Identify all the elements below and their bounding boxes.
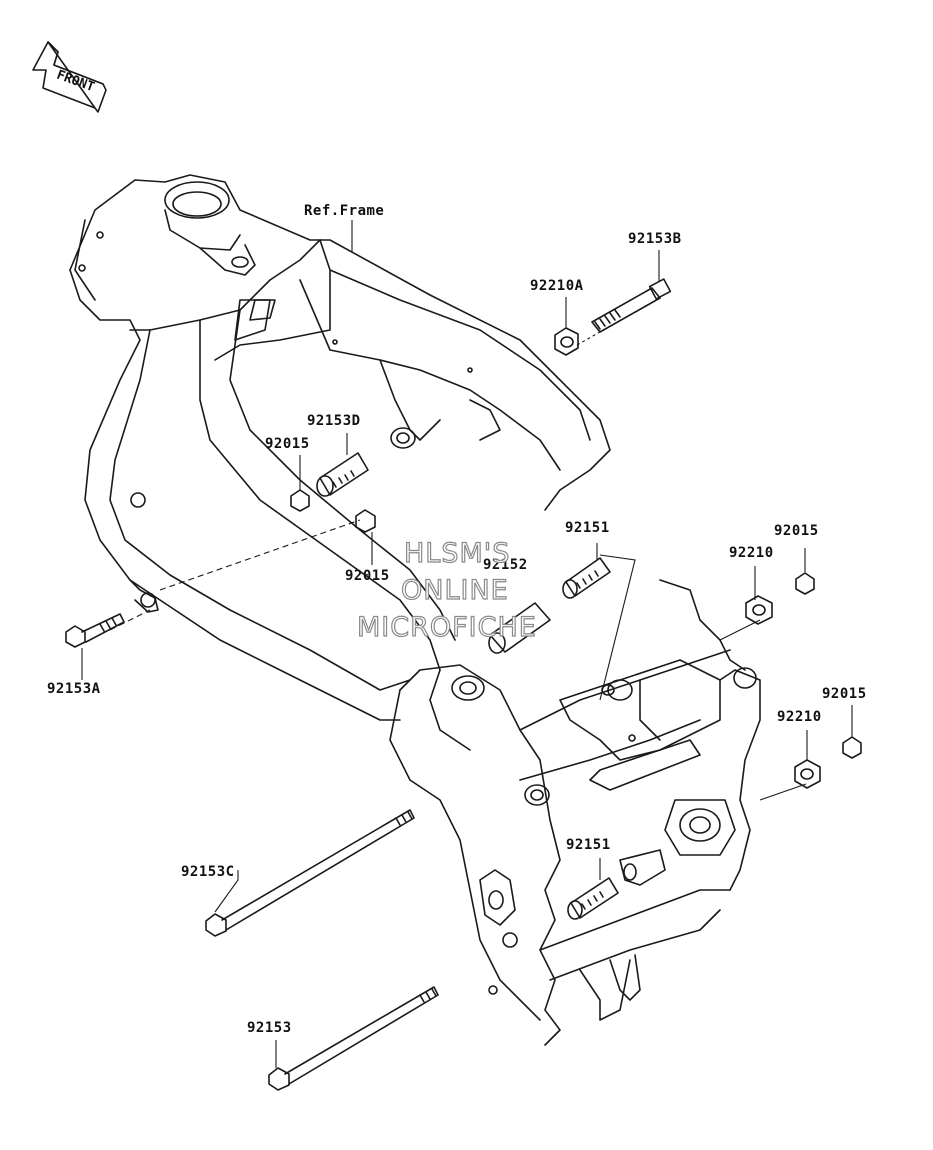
collar-92153d-icon [316,452,369,497]
watermark-line-2: ONLINE [400,574,509,606]
collar-92151-icon [567,877,619,920]
bolt-92153b-icon [591,278,672,333]
front-arrow-icon: FRONT [32,41,107,113]
bolt-92153-icon [268,986,439,1091]
watermark-line-3: MICROFICHE [356,611,537,643]
part-92210-label[interactable]: 92210 [777,709,822,725]
part-92152-label[interactable]: 92152 [483,557,528,573]
bolt-92153c-icon [205,809,415,937]
bolt-92153a-icon [65,613,125,648]
part-92153a-label[interactable]: 92153A [47,681,101,697]
watermark-line-1: HLSM'S [403,537,511,569]
part-92153-label[interactable]: 92153 [247,1020,292,1036]
part-92210a-label[interactable]: 92210A [530,278,584,294]
nut-92015-icon [795,572,815,595]
part-92151-label[interactable]: 92151 [566,837,611,853]
part-92153d-label[interactable]: 92153D [307,413,361,429]
nut-92210-icon [745,595,773,625]
frame-cradle [389,579,761,1046]
reference-frame-label: Ref.Frame [304,203,385,219]
collar-92151-icon [562,557,611,599]
part-92015-label[interactable]: 92015 [345,568,390,584]
part-92015-label[interactable]: 92015 [774,523,819,539]
nut-92015-icon [290,489,310,512]
frame-body [69,174,611,721]
leader-lines [81,220,853,1068]
spacer-92152-icon [488,602,551,654]
part-92015-label[interactable]: 92015 [265,436,310,452]
nut-92015-icon [842,736,862,759]
nut-92210a-icon [554,327,579,356]
part-92151-label[interactable]: 92151 [565,520,610,536]
part-92015-label[interactable]: 92015 [822,686,867,702]
part-92153b-label[interactable]: 92153B [628,231,682,247]
nut-92015-icon [355,509,376,533]
part-92210-label[interactable]: 92210 [729,545,774,561]
part-92153c-label[interactable]: 92153C [181,864,235,880]
nut-92210-icon [794,759,821,789]
